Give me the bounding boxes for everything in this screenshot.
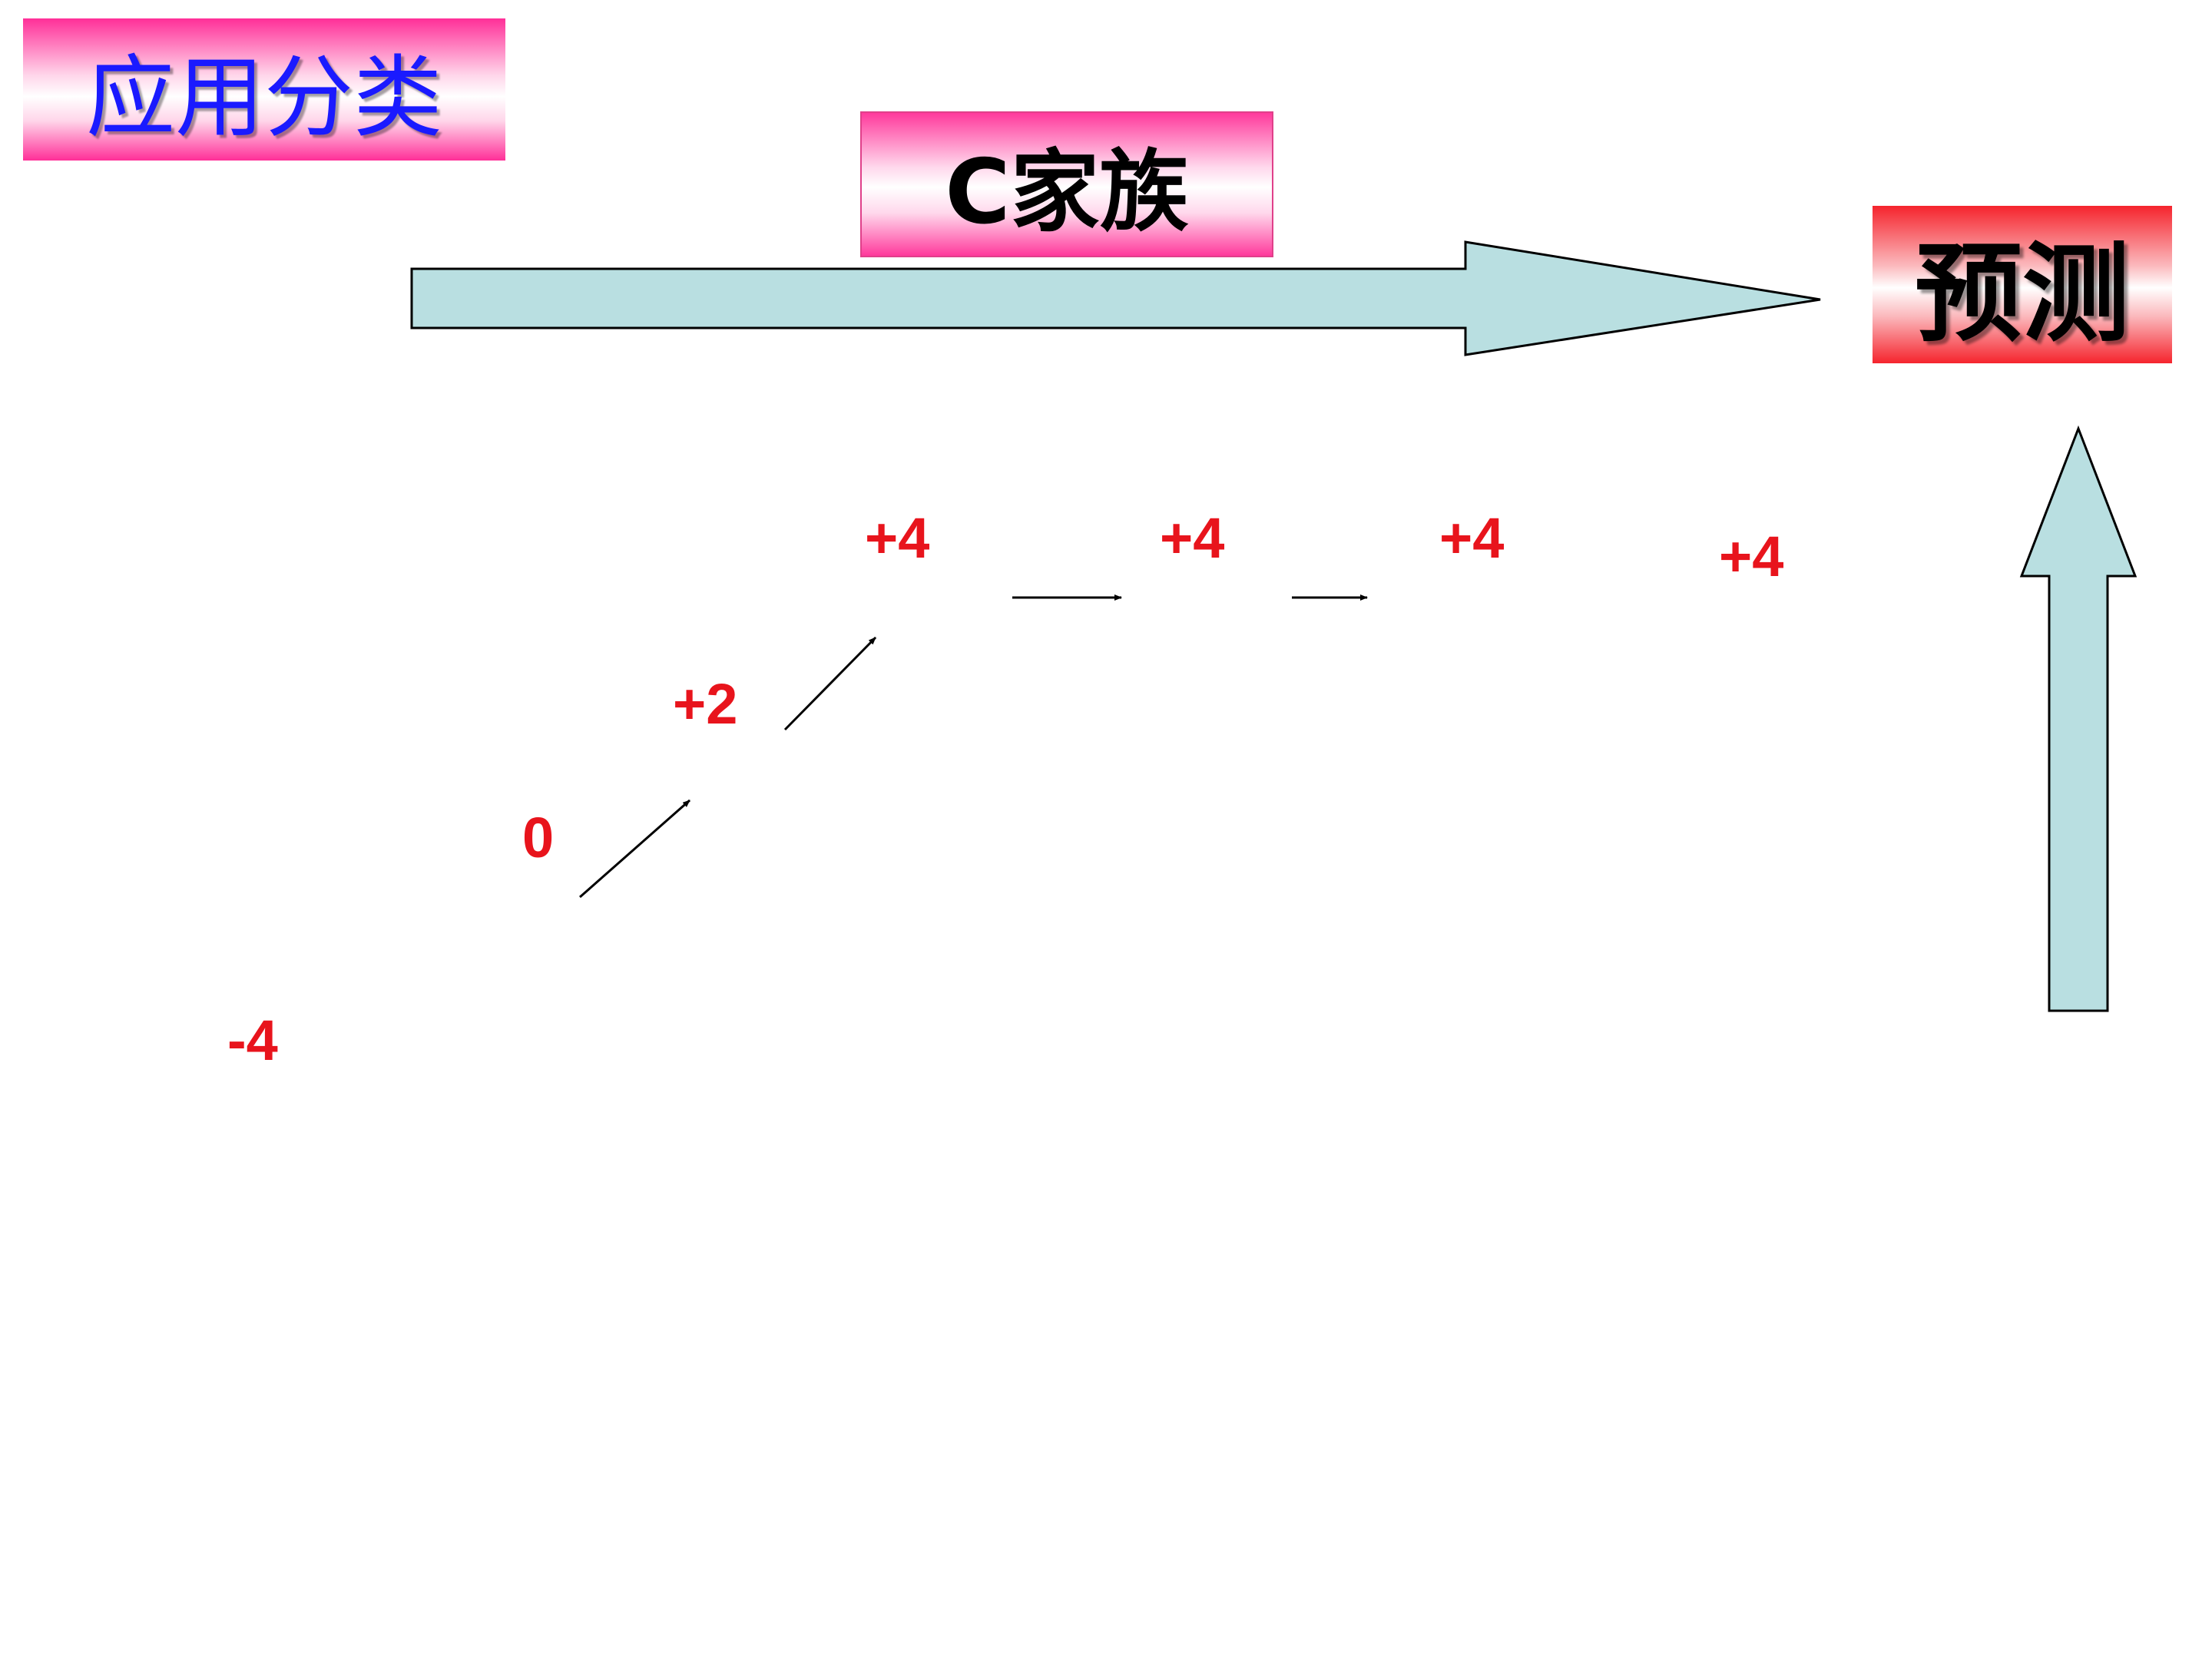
step-arrow-2 (783, 636, 877, 731)
big-right-arrow (410, 240, 1821, 356)
value-label: +4 (1439, 506, 1505, 570)
step-arrow-1 (579, 799, 690, 899)
predict-label: 预测 (1914, 230, 2130, 357)
value-label: +4 (1160, 506, 1225, 570)
family-label: C家族 (945, 141, 1189, 244)
value-label: -4 (227, 1008, 278, 1072)
value-label: +4 (865, 506, 930, 570)
title-text: 应用分类 (86, 45, 442, 150)
value-label: +2 (673, 672, 738, 736)
family-banner: C家族 (860, 111, 1273, 257)
title-banner: 应用分类 (23, 18, 505, 161)
value-label: 0 (522, 806, 555, 869)
predict-banner: 预测 (1873, 206, 2172, 363)
big-up-arrow (2019, 425, 2137, 1012)
value-label: +4 (1719, 525, 1784, 588)
